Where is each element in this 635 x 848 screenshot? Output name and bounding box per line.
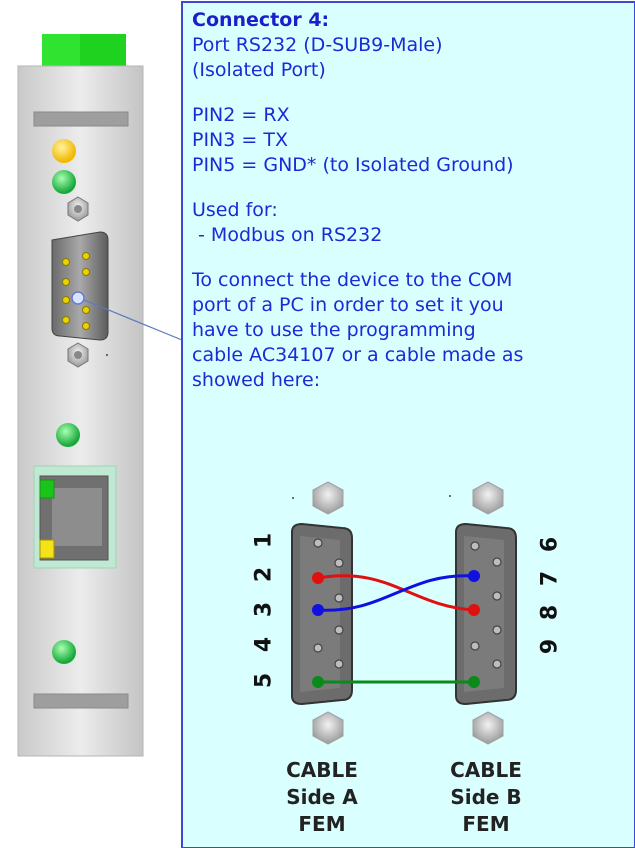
instruction-line: cable AC34107 or a cable made as — [192, 344, 524, 366]
pin-label-a: 4 — [251, 636, 277, 653]
instruction-line: have to use the programming — [192, 319, 476, 341]
cable-b-line: CABLE — [450, 758, 522, 782]
cable-b-line: Side B — [450, 785, 522, 809]
leader-line — [83, 299, 183, 341]
cable-a-line: Side A — [286, 785, 358, 809]
cable-side-a-label: CABLE Side A FEM — [252, 757, 392, 838]
pin-label-b: 9 — [537, 638, 563, 655]
cable-side-b-label: CABLE Side B FEM — [416, 757, 556, 838]
instruction-line: port of a PC in order to set it you — [192, 294, 504, 316]
db9-connector-icon — [51, 231, 109, 341]
connector-title: Connector 4: — [192, 9, 330, 31]
instruction-line: To connect the device to the COM — [192, 269, 513, 291]
cable-a-line: FEM — [298, 812, 346, 836]
port-line: (Isolated Port) — [192, 59, 326, 81]
pin-label-a: 5 — [251, 672, 277, 689]
pin-line: PIN3 = TX — [192, 129, 288, 151]
cable-screw-nuts — [312, 481, 504, 745]
port-line: Port RS232 (D-SUB9-Male) — [192, 34, 443, 56]
wire-red — [317, 574, 475, 612]
pin-label-b: 8 — [537, 604, 563, 621]
yellow-led-icon — [52, 139, 76, 163]
wire-blue — [317, 574, 475, 612]
used-for-item: - Modbus on RS232 — [192, 224, 383, 246]
device-body — [17, 65, 144, 757]
cable-a-line: CABLE — [286, 758, 358, 782]
db9-pins — [62, 252, 90, 330]
green-led-icon — [52, 640, 76, 664]
cable-b-line: FEM — [462, 812, 510, 836]
used-for-label: Used for: — [192, 199, 278, 221]
pin-line: PIN2 = RX — [192, 104, 290, 126]
pin-label-b: 6 — [537, 536, 563, 553]
pin-label-b: 7 — [537, 570, 563, 587]
pin-line: PIN5 = GND* (to Isolated Ground) — [192, 154, 514, 176]
pin-label-a: 2 — [251, 566, 277, 583]
pin-label-a: 1 — [251, 532, 277, 549]
info-panel — [181, 1, 635, 848]
pin-label-a: 3 — [251, 601, 277, 618]
green-led-icon — [52, 170, 76, 194]
green-led-icon — [56, 423, 80, 447]
instruction-line: showed here: — [192, 369, 321, 391]
